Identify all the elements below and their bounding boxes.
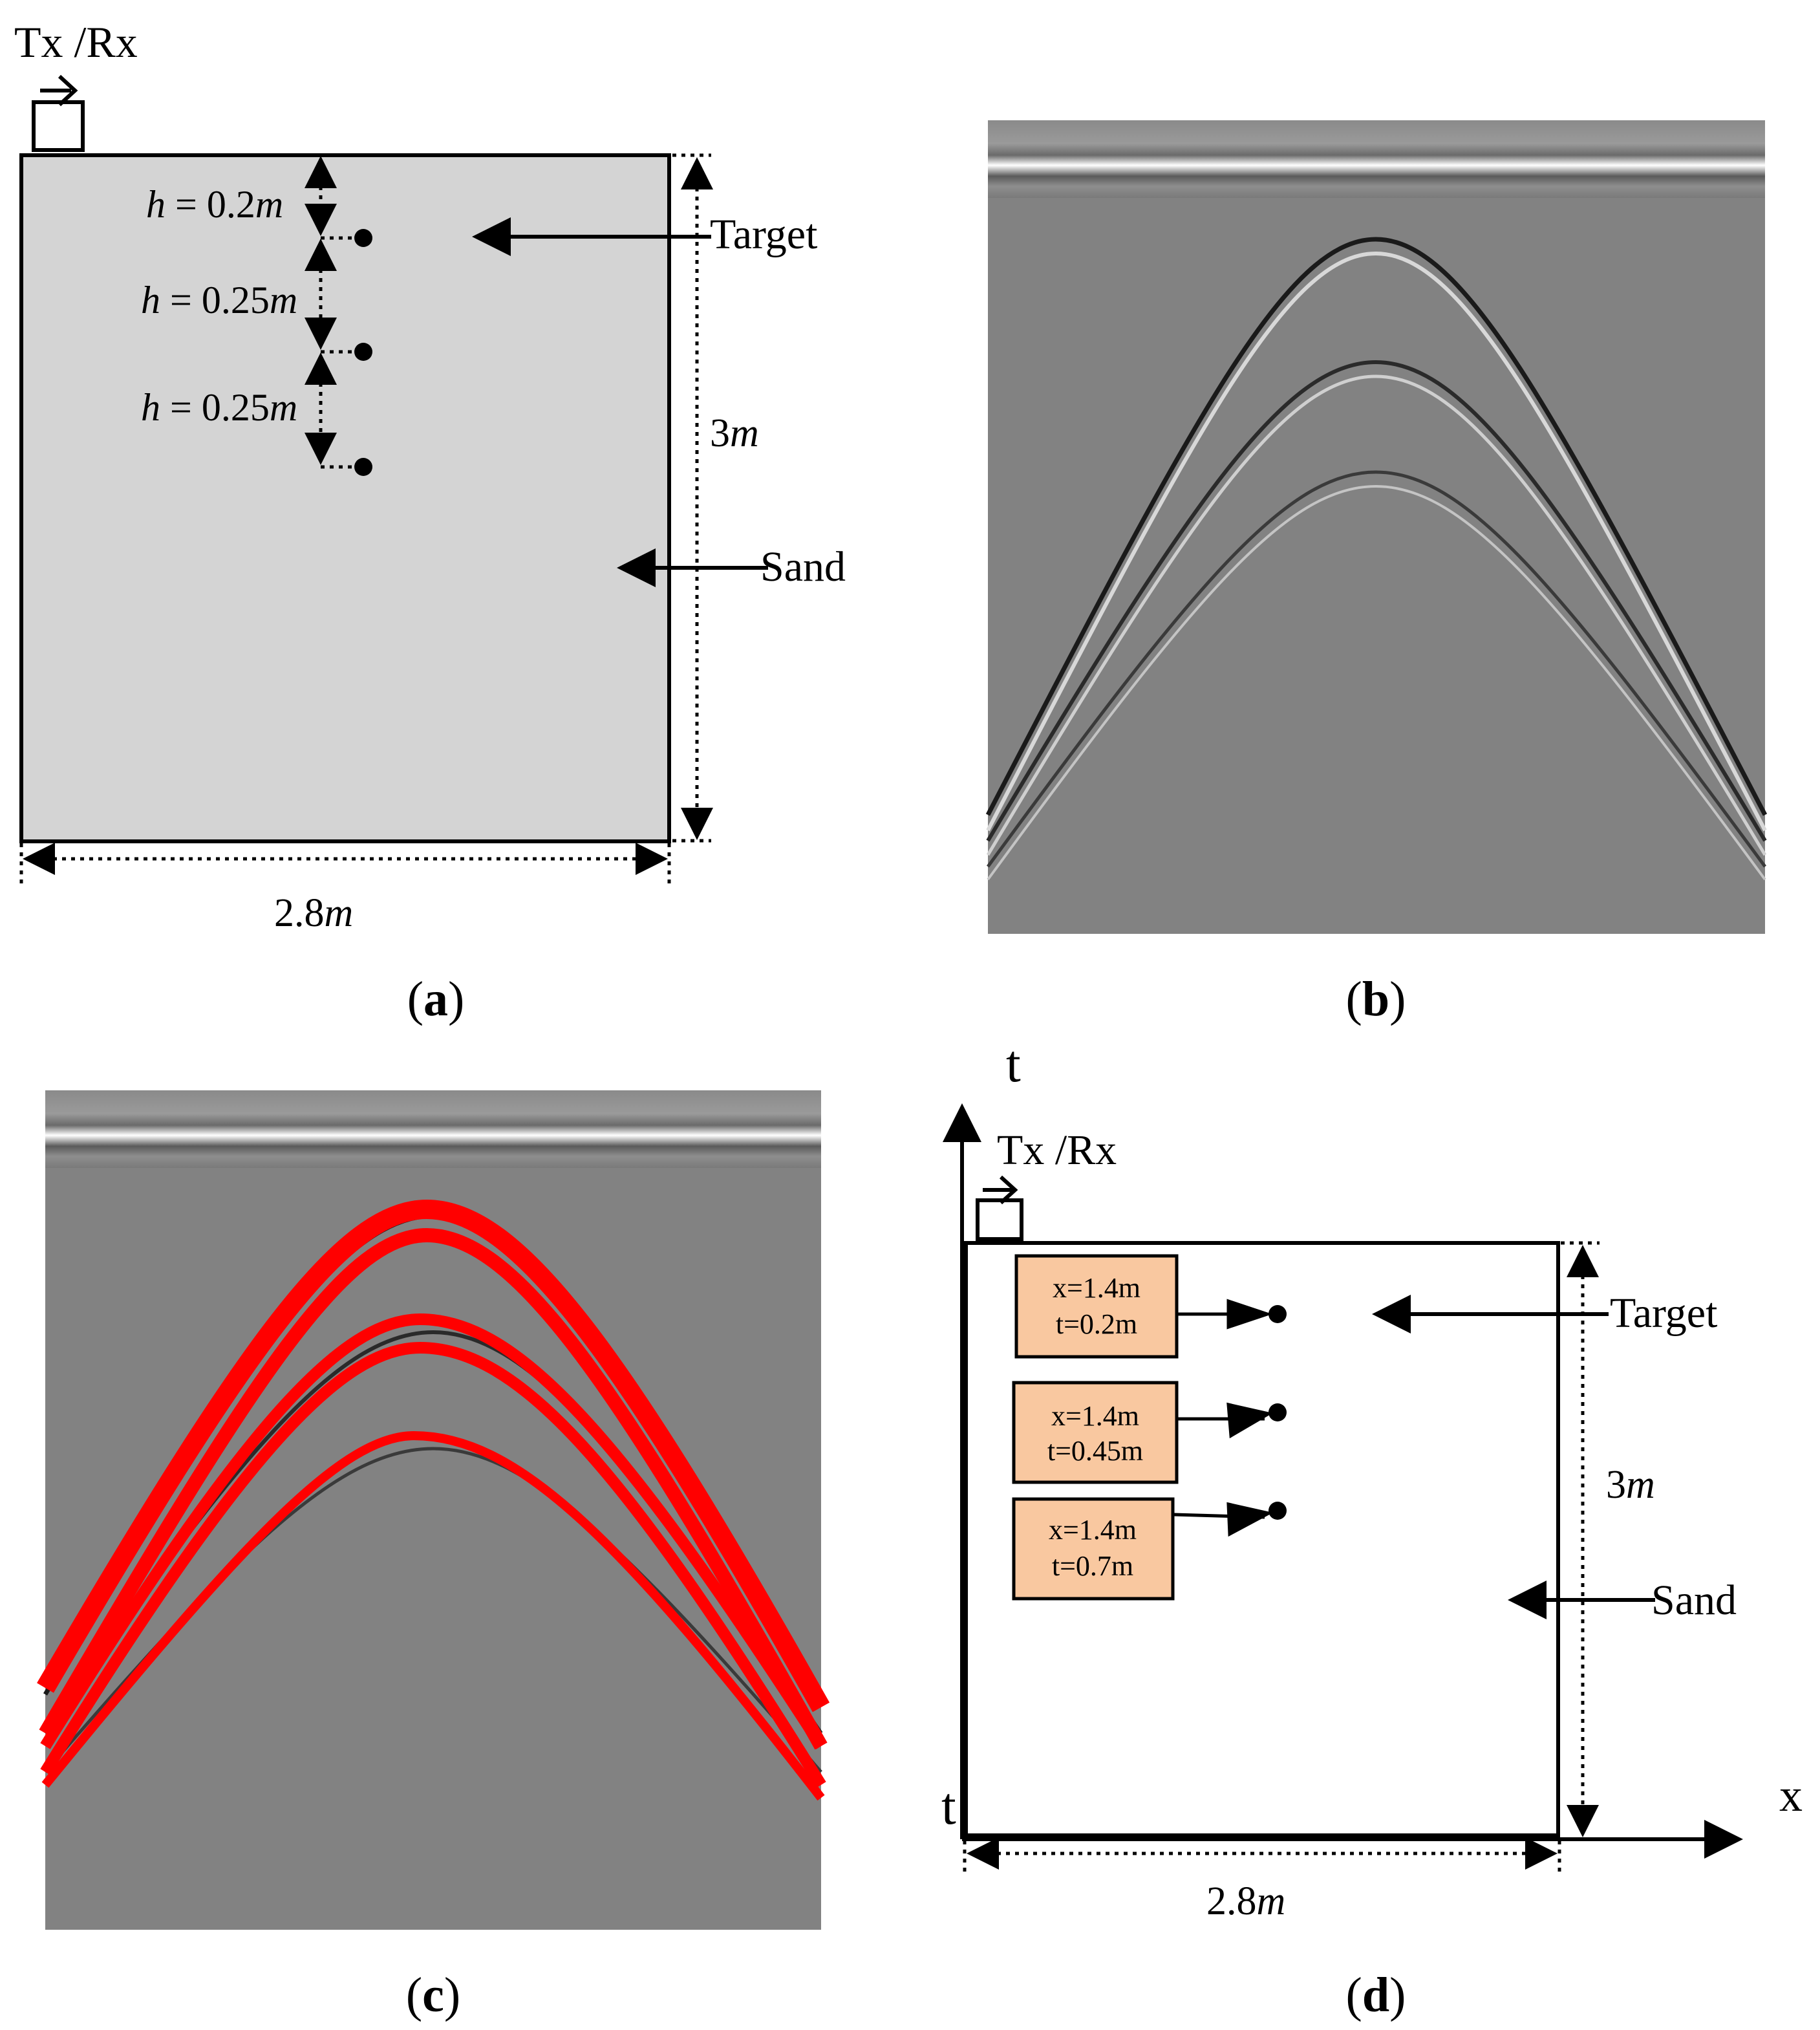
panel-d-axis-t-top: t	[1006, 1034, 1021, 1093]
panel-a-sand-label: Sand	[760, 543, 846, 590]
panel-b-hyperbolas	[985, 237, 1768, 881]
panel-b: (b)	[985, 120, 1768, 1026]
panel-d-width-dimension	[963, 1837, 1561, 1873]
panel-a-target-2	[354, 343, 372, 361]
panel-a-height-label: 3m	[710, 411, 759, 455]
panel-a-device-label: Tx /Rx	[14, 17, 138, 67]
panel-d-target-2	[1269, 1403, 1287, 1421]
panel-d-height-dimension	[1561, 1241, 1600, 1837]
panel-d-axis-x: x	[1779, 1769, 1803, 1821]
panel-d-box-3-t: t=0.7m	[1052, 1550, 1133, 1582]
panel-c-red-fit-1a	[37, 1199, 830, 1712]
panel-c-red-fit-2b	[40, 1341, 826, 1788]
panel-b-hyperbola-3-dark	[986, 470, 1767, 868]
panel-d-box-2-x: x=1.4m	[1051, 1400, 1139, 1432]
panel-c-red-fit-2a	[40, 1313, 826, 1749]
panel-c-red-fit-3a	[41, 1431, 825, 1801]
panel-a-width-dimension	[19, 843, 671, 887]
panel-d-pointer-arrows	[1173, 1299, 1274, 1537]
panel-d-target-3	[1269, 1502, 1287, 1520]
panel-c-red-fit-1b	[39, 1227, 828, 1750]
panel-a-target-3	[354, 458, 372, 476]
panel-d-transceiver-icon	[976, 1175, 1023, 1241]
panel-a-width-label: 2.8m	[274, 891, 353, 935]
panel-d-height-label: 3m	[1606, 1463, 1655, 1507]
panel-d-box-3: x=1.4m t=0.7m	[1012, 1497, 1175, 1601]
panel-b-hyperbola-1-dark	[985, 237, 1768, 816]
panel-c-red-fits	[37, 1199, 830, 1801]
panel-a-depth-label-2: h = 0.25m	[141, 279, 297, 321]
panel-a-depth-label-3: h = 0.25m	[141, 386, 297, 429]
panel-a-depth-label-1: h = 0.2m	[146, 183, 283, 226]
panel-b-hyperbola-3-light	[987, 484, 1766, 881]
panel-a-sand-box	[19, 153, 671, 843]
panel-b-caption: (b)	[1346, 972, 1406, 1026]
panel-d: t x t Tx /Rx x=1.4m t=0.2m x=1.4m t=0.45…	[941, 1034, 1803, 2022]
panel-a: Tx /Rx h = 0.2m h = 0.25m h = 0.25m Targ…	[14, 17, 846, 1026]
panel-a-depth-arrows	[305, 156, 362, 469]
panel-d-caption: (d)	[1346, 1968, 1406, 2022]
panel-d-box-1: x=1.4m t=0.2m	[1014, 1254, 1179, 1359]
panel-a-transceiver-icon	[32, 74, 85, 152]
panel-d-axis-t-bottom: t	[941, 1776, 956, 1835]
panel-b-hyperbola-2-dark	[986, 360, 1767, 842]
panel-d-target-1	[1269, 1305, 1287, 1323]
panel-d-box-2: x=1.4m t=0.45m	[1012, 1381, 1179, 1484]
panel-d-width-label: 2.8m	[1206, 1879, 1285, 1923]
panel-a-target-label: Target	[710, 211, 817, 258]
panel-d-sand-label: Sand	[1651, 1577, 1737, 1624]
panel-b-hyperbola-1-light	[986, 251, 1767, 832]
panel-c-direct-wave	[45, 1090, 821, 1168]
panel-a-target-1	[354, 229, 372, 247]
panel-c: (c)	[37, 1090, 830, 2022]
panel-b-hyperbola-2-light	[986, 374, 1767, 856]
panel-d-box-3-x: x=1.4m	[1049, 1514, 1137, 1546]
panel-b-direct-wave	[988, 120, 1765, 198]
panel-d-device-label: Tx /Rx	[997, 1127, 1117, 1174]
panel-b-radargram	[988, 120, 1765, 934]
panel-d-box-1-t: t=0.2m	[1056, 1308, 1137, 1340]
panel-d-box-2-t: t=0.45m	[1047, 1435, 1143, 1467]
panel-a-height-dimension	[672, 153, 713, 843]
panel-a-caption: (a)	[407, 972, 465, 1026]
panel-d-box-1-x: x=1.4m	[1053, 1272, 1140, 1304]
panel-d-target-label: Target	[1610, 1290, 1717, 1337]
panel-c-caption: (c)	[406, 1968, 460, 2022]
